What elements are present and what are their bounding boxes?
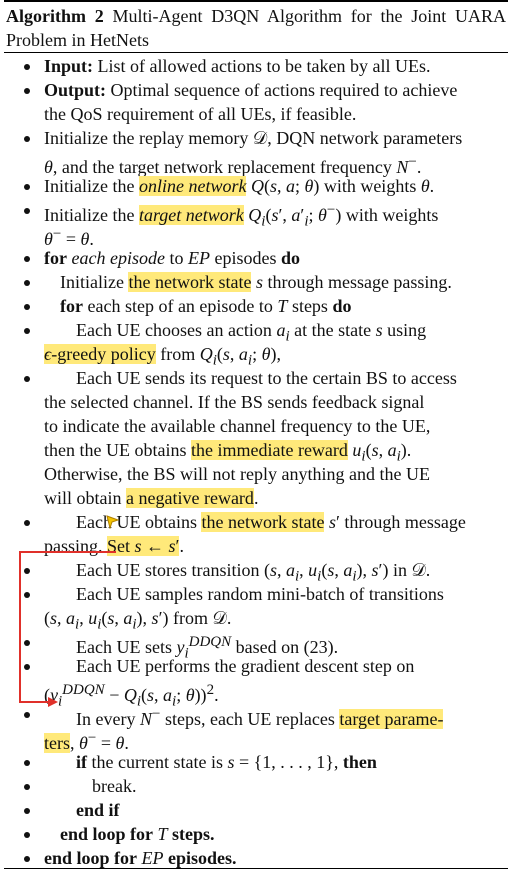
algorithm-line: the QoS requirement of all UEs, if feasi… <box>0 102 508 126</box>
bullet-icon <box>24 568 30 574</box>
algorithm-line-text: Initialize the online network Q(s, a; θ)… <box>44 176 435 196</box>
bullet-icon <box>24 208 30 214</box>
bullet-icon <box>24 712 30 718</box>
title-rule <box>4 52 508 53</box>
algorithm-line: if the current state is s = {1, . . . , … <box>0 750 508 774</box>
algorithm-line-text: ters, θ− = θ. <box>44 730 129 753</box>
bullet-icon <box>24 136 30 142</box>
cursor-icon <box>106 515 120 529</box>
algorithm-line: for each step of an episode to T steps d… <box>0 294 508 318</box>
algorithm-line: Initialize the replay memory 𝒟, DQN netw… <box>0 126 508 150</box>
algorithm-line-text: will obtain a negative reward. <box>44 488 259 508</box>
algorithm-line-text: end loop for EP episodes. <box>44 848 237 868</box>
algorithm-line-text: Initialize the network state s through m… <box>60 272 452 292</box>
algorithm-line: for each episode to EP episodes do <box>0 246 508 270</box>
algorithm-line: the selected channel. If the BS sends fe… <box>0 390 508 414</box>
bullet-icon <box>24 376 30 382</box>
algorithm-line: Each UE stores transition (s, ai, ui(s, … <box>0 558 508 585</box>
algorithm-line-text: the QoS requirement of all UEs, if feasi… <box>44 104 357 124</box>
algorithm-line: Each UE chooses an action ai at the stat… <box>0 318 508 345</box>
bullet-icon <box>24 760 30 766</box>
bullet-icon <box>24 256 30 262</box>
algorithm-line-text: (s, ai, ui(s, ai), s′) from 𝒟. <box>44 608 232 633</box>
algorithm-line-text: Each UE chooses an action ai at the stat… <box>76 320 427 345</box>
algorithm-line: (yiDDQN − Qi(s, ai; θ))2. <box>0 678 508 710</box>
algorithm-line-text: Output: Optimal sequence of actions requ… <box>44 80 458 100</box>
algorithm-line-text: θ− = θ. <box>44 226 94 249</box>
algorithm-line: Initialize the target network Qi(s′, a′i… <box>0 198 508 230</box>
algorithm-line-text: Each UE stores transition (s, ai, ui(s, … <box>76 560 431 585</box>
algorithm-line-text: Each UE samples random mini-batch of tra… <box>76 584 444 604</box>
algorithm-line-text: Each UE obtains the network state s′ thr… <box>76 512 466 532</box>
algorithm-title: Algorithm 2 Multi-Agent D3QN Algorithm f… <box>6 4 506 52</box>
algorithm-line: Each UE sets yiDDQN based on (23). <box>0 630 508 662</box>
algorithm-line: Input: List of allowed actions to be tak… <box>0 54 508 78</box>
algorithm-line-text: Input: List of allowed actions to be tak… <box>44 56 431 76</box>
algorithm-line-text: Each UE performs the gradient descent st… <box>76 656 415 676</box>
algorithm-line-text: In every N− steps, each UE replaces targ… <box>76 706 444 729</box>
bullet-icon <box>24 88 30 94</box>
bullet-icon <box>24 592 30 598</box>
algorithm-line: ters, θ− = θ. <box>0 726 508 753</box>
bullet-icon <box>24 784 30 790</box>
algorithm-line: end loop for EP episodes. <box>0 846 508 870</box>
bullet-icon <box>24 664 30 670</box>
algorithm-line: θ, and the target network replacement fr… <box>0 150 508 177</box>
algorithm-line: (s, ai, ui(s, ai), s′) from 𝒟. <box>0 606 508 633</box>
algorithm-title-text: Multi-Agent D3QN Algorithm for the Joint… <box>6 6 507 50</box>
bullet-icon <box>24 520 30 526</box>
algorithm-line-text: end if <box>76 800 120 820</box>
algorithm-line-text: Initialize the target network Qi(s′, a′i… <box>44 202 439 230</box>
bullet-icon <box>24 64 30 70</box>
algorithm-line: Each UE obtains the network state s′ thr… <box>0 510 508 534</box>
algorithm-line: Each UE samples random mini-batch of tra… <box>0 582 508 606</box>
bullet-icon <box>24 640 30 646</box>
bullet-icon <box>24 808 30 814</box>
algorithm-line-text: the selected channel. If the BS sends fe… <box>44 392 425 412</box>
algorithm-line-text: then the UE obtains the immediate reward… <box>44 440 412 465</box>
algorithm-line-text: for each episode to EP episodes do <box>44 248 300 268</box>
algorithm-line: θ− = θ. <box>0 222 508 249</box>
algorithm-line-text: θ, and the target network replacement fr… <box>44 154 422 177</box>
algorithm-line: Initialize the online network Q(s, a; θ)… <box>0 174 508 198</box>
algorithm-line-text: (yiDDQN − Qi(s, ai; θ))2. <box>44 682 219 710</box>
algorithm-line-text: ϵ-greedy policy from Qi(s, ai; θ), <box>44 344 281 369</box>
bullet-icon <box>24 856 30 862</box>
algorithm-line: break. <box>0 774 508 798</box>
algorithm-line: Each UE sends its request to the certain… <box>0 366 508 390</box>
algorithm-line-text: Initialize the replay memory 𝒟, DQN netw… <box>44 128 463 148</box>
bullet-icon <box>24 304 30 310</box>
algorithm-line-text: to indicate the available channel freque… <box>44 416 431 436</box>
bullet-icon <box>24 832 30 838</box>
algorithm-line-text: Each UE sends its request to the certain… <box>76 368 457 388</box>
algorithm-line-text: Otherwise, the BS will not reply anythin… <box>44 464 430 484</box>
algorithm-line-text: break. <box>92 776 137 796</box>
algorithm-line: Each UE performs the gradient descent st… <box>0 654 508 678</box>
bullet-icon <box>24 280 30 286</box>
algorithm-line-text: if the current state is s = {1, . . . , … <box>76 752 377 772</box>
algorithm-line: Output: Optimal sequence of actions requ… <box>0 78 508 102</box>
algorithm-line: In every N− steps, each UE replaces targ… <box>0 702 508 729</box>
algorithm-line: Otherwise, the BS will not reply anythin… <box>0 462 508 486</box>
bottom-rule <box>4 868 508 869</box>
algorithm-label: Algorithm 2 <box>6 6 104 26</box>
algorithm-line: Initialize the network state s through m… <box>0 270 508 294</box>
bullet-icon <box>24 184 30 190</box>
top-rule <box>4 0 508 2</box>
algorithm-line-text: Each UE sets yiDDQN based on (23). <box>76 634 339 662</box>
algorithm-line-text: for each step of an episode to T steps d… <box>60 296 352 316</box>
algorithm-line-text: end loop for T steps. <box>60 824 215 844</box>
algorithm-line: ϵ-greedy policy from Qi(s, ai; θ), <box>0 342 508 369</box>
algorithm-line: to indicate the available channel freque… <box>0 414 508 438</box>
algorithm-line: will obtain a negative reward. <box>0 486 508 510</box>
algorithm-line: end loop for T steps. <box>0 822 508 846</box>
algorithm-line: end if <box>0 798 508 822</box>
bullet-icon <box>24 328 30 334</box>
algorithm-line: then the UE obtains the immediate reward… <box>0 438 508 465</box>
